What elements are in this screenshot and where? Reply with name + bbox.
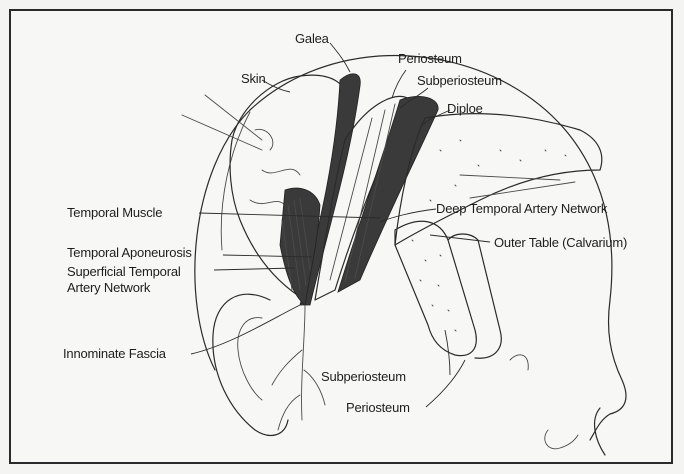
label-outer-table-calvarium: Outer Table (Calvarium) [494, 235, 627, 250]
vessel-tree [272, 305, 325, 430]
label-subperiosteum-bottom: Subperiosteum [321, 369, 406, 384]
ear-outline [213, 294, 288, 435]
label-periosteum-top: Periosteum [398, 51, 462, 66]
label-temporal-aponeurosis: Temporal Aponeurosis [67, 245, 192, 260]
label-galea: Galea [295, 31, 329, 46]
back-of-head-outline [221, 112, 250, 250]
bone-flap-dots [412, 240, 456, 331]
label-periosteum-bottom: Periosteum [346, 400, 410, 415]
outer-table-bone-flap [395, 221, 476, 355]
leader-periosteum-top [392, 70, 406, 98]
label-diploe: Diploe [447, 101, 483, 116]
arrow-right-lower [470, 182, 575, 198]
label-temporal-muscle: Temporal Muscle [67, 205, 162, 220]
leader-galea [330, 43, 350, 72]
label-deep-temporal-artery-network: Deep Temporal Artery Network [436, 201, 607, 216]
label-superficial-temporal: Superficial Temporal [67, 264, 181, 279]
label-skin: Skin [241, 71, 266, 86]
nose-outline [595, 408, 605, 455]
leader-outer-table [430, 235, 490, 242]
cheek-line [510, 355, 528, 370]
leader-superficial-temporal [214, 268, 295, 270]
leader-periosteum-bottom [426, 360, 465, 407]
bone-flap-edge [448, 234, 501, 358]
ear-inner-fold [238, 318, 262, 400]
nostril-outline [545, 430, 578, 449]
arrow-left-lower [182, 115, 262, 150]
leader-innominate-fascia [191, 305, 300, 354]
label-subperiosteum-top: Subperiosteum [417, 73, 502, 88]
label-artery-network: Artery Network [67, 280, 150, 295]
label-innominate-fascia: Innominate Fascia [63, 346, 166, 361]
